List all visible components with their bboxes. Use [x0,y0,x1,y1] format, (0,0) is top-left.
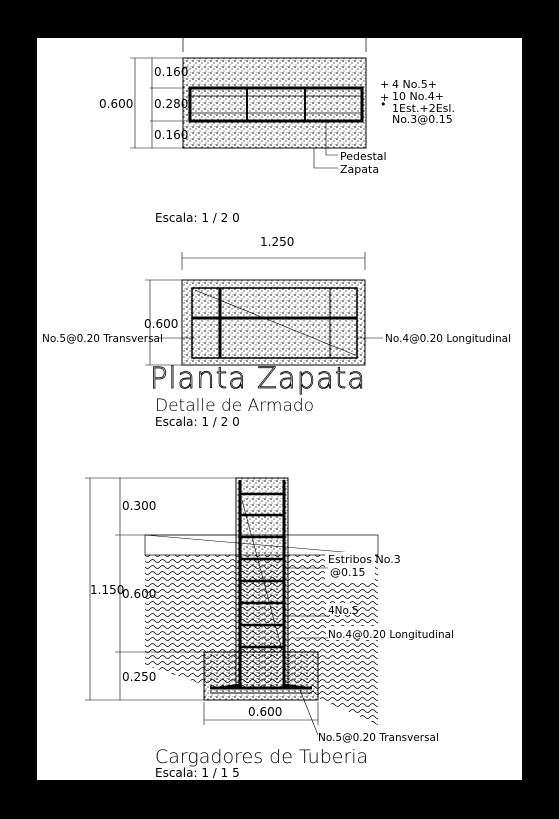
label-longitudinal-bottom: No.4@0.20 Longitudinal [328,629,454,641]
pedestal-section-top: 0.600 0.160 0.280 0.160 + + • 4 No.5+ 10… [99,38,455,225]
zapata-section-rect [182,57,367,149]
subtitle-detalle-armado: Detalle de Armado [155,396,314,416]
title-cargadores: Cargadores de Tuberia [155,746,368,768]
cad-drawing: 0.600 0.160 0.280 0.160 + + • 4 No.5+ 10… [42,38,511,780]
rebar-line-3: 1Est.+2Esl. [392,102,455,115]
pedestal-column [235,477,289,689]
stirrups [240,492,284,649]
rebar-line-2: 10 No.4+ [392,90,444,103]
dim-total-bottom: 1.150 [90,583,124,597]
dim-bottom-bottom: 0.250 [122,670,156,684]
dim-top-top: 0.160 [154,65,188,79]
scale-top: Escala: 1 / 2 0 [155,211,240,225]
bullet-1: + [380,78,389,91]
label-estribos-spacing: @0.15 [330,566,366,579]
dim-width-middle: 1.250 [260,235,294,249]
label-transversal-bottom: No.5@0.20 Transversal [318,732,439,744]
label-pedestal: Pedestal [340,150,387,163]
scale-middle: Escala: 1 / 2 0 [155,415,240,429]
rebar-line-4: No.3@0.15 [392,113,453,126]
rebar-line-1: 4 No.5+ [392,78,437,91]
drawing-sheet: 0.600 0.160 0.280 0.160 + + • 4 No.5+ 10… [37,38,522,780]
dim-middle-top: 0.280 [154,97,188,111]
dim-middle-bottom: 0.600 [122,587,156,601]
dim-height-middle: 0.600 [144,317,178,331]
label-zapata: Zapata [340,163,379,176]
cargadores-tuberia-section: 1.150 0.300 0.600 0.250 0.600 Estribos N… [85,477,454,780]
planta-zapata-detail: 1.250 0.600 No.5@0.20 Transversal No.4@0… [42,235,511,429]
label-longitudinal-middle: No.4@0.20 Longitudinal [385,333,511,345]
label-estribos: Estribos No.3 [328,553,401,566]
dim-total-top: 0.600 [99,97,133,111]
dim-bottom-top: 0.160 [154,128,188,142]
bullet-3: • [380,98,387,111]
label-transversal-middle: No.5@0.20 Transversal [42,333,163,345]
zapata-plan-rect [181,279,366,366]
bullet-2: + [380,91,389,104]
dim-top-bottom: 0.300 [122,499,156,513]
dim-base-width: 0.600 [248,705,282,719]
title-planta-zapata: Planta Zapata [150,361,366,395]
pedestal-rebar-cage [188,86,364,123]
scale-bottom: Escala: 1 / 1 5 [155,766,240,780]
label-no5: 4No.5 [328,605,359,617]
